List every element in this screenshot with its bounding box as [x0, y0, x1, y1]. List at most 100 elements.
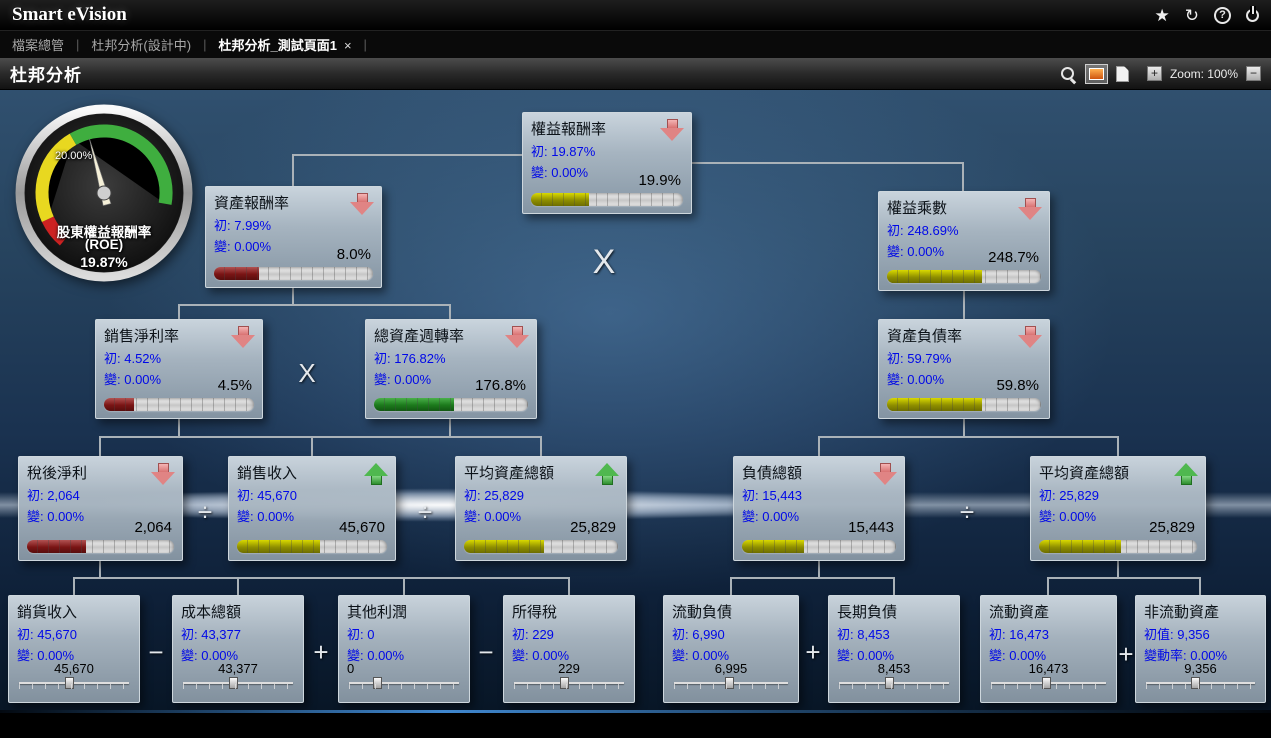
divide-operator: ÷ — [959, 496, 975, 527]
gauge-value: 19.87% — [80, 254, 128, 270]
progress-bar — [374, 398, 528, 411]
change-value-label: 變: 0.00% — [512, 648, 570, 663]
value-slider[interactable] — [674, 677, 788, 690]
initial-value-label: 初: 6,990 — [672, 627, 725, 642]
node-income-tax[interactable]: 所得稅 初: 229 變: 0.00% 229 — [503, 595, 635, 703]
current-value: 25,829 — [1149, 519, 1195, 536]
node-other-profit[interactable]: 其他利潤 初: 0 變: 0.00% 0 — [338, 595, 470, 703]
current-value: 43,377 — [218, 661, 258, 676]
value-slider[interactable] — [991, 677, 1106, 690]
current-value: 19.9% — [638, 172, 681, 189]
value-slider[interactable] — [514, 677, 624, 690]
slider-thumb[interactable] — [64, 677, 74, 689]
current-value: 8,453 — [877, 661, 911, 676]
node-total-liabilities[interactable]: 負債總額 初: 15,443 變: 0.00% 15,443 — [733, 456, 905, 561]
node-equity-multiplier[interactable]: 權益乘數 初: 248.69% 變: 0.00% 248.7% — [878, 191, 1050, 291]
initial-value-label: 初: 2,064 — [27, 488, 80, 503]
node-title: 權益乘數 — [887, 200, 948, 217]
current-value: 45,670 — [339, 519, 385, 536]
change-value-label: 變: 0.00% — [17, 648, 75, 663]
node-net-income[interactable]: 稅後淨利 初: 2,064 變: 0.00% 2,064 — [18, 456, 183, 561]
node-title: 非流動資產 — [1144, 604, 1220, 621]
trend-down-icon — [231, 326, 255, 348]
current-value: 2,064 — [134, 519, 172, 536]
progress-bar-fill — [27, 540, 86, 553]
slider-thumb[interactable] — [884, 677, 894, 689]
value-slider[interactable] — [183, 677, 293, 690]
initial-value-label: 初值: 9,356 — [1144, 627, 1210, 642]
value-slider[interactable] — [1146, 677, 1255, 690]
initial-value-label: 初: 0 — [347, 627, 375, 642]
node-total-cost[interactable]: 成本總額 初: 43,377 變: 0.00% 43,377 — [172, 595, 304, 703]
node-net-profit-margin[interactable]: 銷售淨利率 初: 4.52% 變: 0.00% 4.5% — [95, 319, 263, 419]
progress-bar — [237, 540, 387, 553]
node-title: 長期負債 — [837, 604, 898, 621]
node-long-term-liabilities[interactable]: 長期負債 初: 8,453 變: 0.00% 8,453 — [828, 595, 960, 703]
initial-value-label: 初: 25,829 — [1039, 488, 1099, 503]
tab-dupont-design[interactable]: 杜邦分析(設計中) — [91, 38, 192, 53]
plus-operator: + — [313, 636, 329, 667]
value-slider[interactable] — [19, 677, 129, 690]
new-document-icon[interactable] — [1115, 65, 1129, 82]
initial-value-label: 初: 16,473 — [989, 627, 1049, 642]
gauge-tick-label: 20.00% — [55, 150, 93, 162]
refresh-icon[interactable]: ↻ — [1184, 5, 1199, 25]
zoom-search-icon[interactable] — [1059, 65, 1077, 83]
slider-thumb[interactable] — [228, 677, 238, 689]
node-current-liabilities[interactable]: 流動負債 初: 6,990 變: 0.00% 6,995 — [663, 595, 799, 703]
presentation-icon — [1088, 67, 1104, 80]
initial-value-label: 初: 19.87% — [531, 144, 596, 159]
slider-thumb[interactable] — [372, 677, 382, 689]
progress-bar-fill — [104, 398, 134, 411]
current-value: 229 — [558, 661, 580, 676]
trend-down-icon — [350, 193, 374, 215]
node-title: 權益報酬率 — [531, 121, 607, 138]
zoom-out-button[interactable]: − — [1246, 66, 1261, 81]
node-avg-total-assets-right[interactable]: 平均資產總額 初: 25,829 變: 0.00% 25,829 — [1030, 456, 1206, 561]
slider-thumb[interactable] — [559, 677, 569, 689]
power-icon[interactable] — [1246, 8, 1259, 22]
node-title: 銷售淨利率 — [104, 328, 180, 345]
value-slider[interactable] — [839, 677, 949, 690]
close-tab-icon[interactable]: × — [343, 38, 352, 53]
node-title: 銷貨收入 — [17, 604, 78, 621]
tree-connectors — [73, 154, 1201, 595]
progress-bar-fill — [214, 267, 259, 280]
node-non-current-assets[interactable]: 非流動資產 初值: 9,356 變動率: 0.00% 9,356 — [1135, 595, 1266, 703]
dupont-analysis-canvas: 20.00% 股東權益報酬率 (ROE) 19.87% 權益報酬率 初: 19.… — [0, 90, 1271, 710]
progress-bar-fill — [1039, 540, 1122, 553]
initial-value-label: 初: 43,377 — [181, 627, 241, 642]
presentation-mode-button[interactable] — [1084, 63, 1108, 84]
tab-file-explorer[interactable]: 檔案總管 — [12, 38, 65, 53]
initial-value-label: 初: 7.99% — [214, 218, 272, 233]
current-value: 9,356 — [1184, 661, 1217, 676]
node-sales-revenue[interactable]: 銷售收入 初: 45,670 變: 0.00% 45,670 — [228, 456, 396, 561]
current-value: 15,443 — [848, 519, 894, 536]
slider-thumb[interactable] — [1042, 677, 1052, 689]
change-value-label: 變: 0.00% — [374, 372, 432, 387]
divide-operator: ÷ — [417, 496, 433, 527]
multiply-operator: X — [592, 242, 616, 281]
slider-thumb[interactable] — [724, 677, 734, 689]
zoom-in-button[interactable]: + — [1146, 66, 1162, 81]
tab-separator: | — [76, 37, 80, 52]
trend-down-icon — [1018, 198, 1042, 220]
node-avg-total-assets-left[interactable]: 平均資產總額 初: 25,829 變: 0.00% 25,829 — [455, 456, 627, 561]
node-asset-turnover[interactable]: 總資產週轉率 初: 176.82% 變: 0.00% 176.8% — [365, 319, 537, 419]
slider-thumb[interactable] — [1191, 677, 1201, 689]
initial-value-label: 初: 45,670 — [237, 488, 297, 503]
initial-value-label: 初: 15,443 — [742, 488, 802, 503]
node-roe[interactable]: 權益報酬率 初: 19.87% 變: 0.00% 19.9% — [522, 112, 692, 214]
help-icon[interactable]: ? — [1214, 6, 1231, 24]
value-slider[interactable] — [349, 677, 459, 690]
node-roa[interactable]: 資產報酬率 初: 7.99% 變: 0.00% 8.0% — [205, 186, 382, 288]
node-current-assets[interactable]: 流動資產 初: 16,473 變: 0.00% 16,473 — [980, 595, 1117, 703]
title-bar: 杜邦分析 + Zoom: 100% − — [0, 58, 1271, 90]
favorite-star-icon[interactable]: ★ — [1154, 5, 1170, 25]
trend-up-icon — [1174, 463, 1198, 485]
node-debt-ratio[interactable]: 資產負債率 初: 59.79% 變: 0.00% 59.8% — [878, 319, 1050, 419]
tab-dupont-test-page[interactable]: 杜邦分析_測試頁面1× — [218, 35, 351, 54]
tab-separator: | — [363, 37, 367, 52]
node-sales-revenue-detail[interactable]: 銷貨收入 初: 45,670 變: 0.00% 45,670 — [8, 595, 140, 703]
initial-value-label: 初: 45,670 — [17, 627, 77, 642]
